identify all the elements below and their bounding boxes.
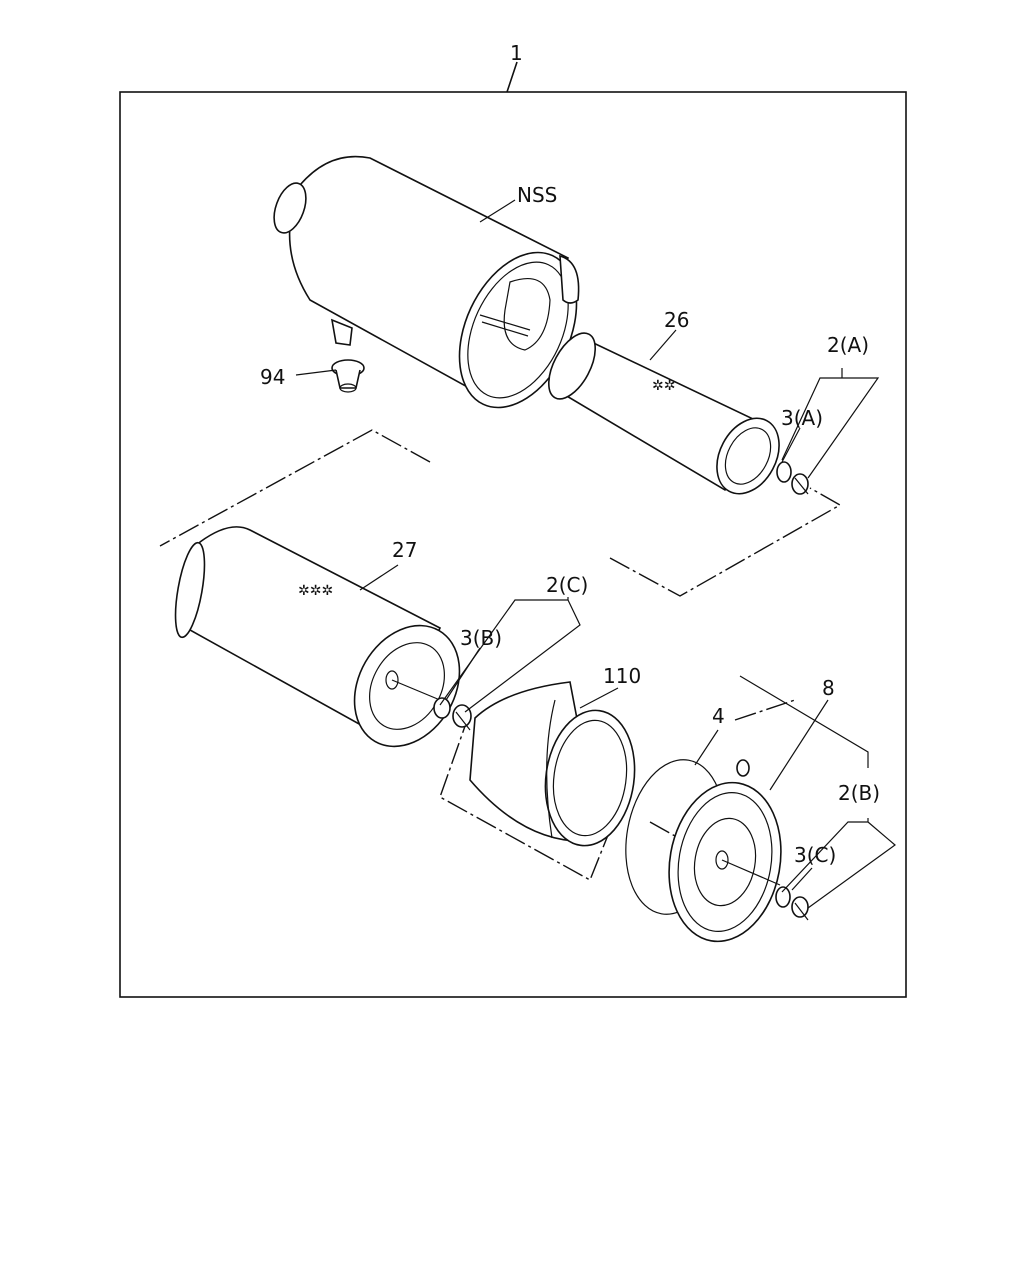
leader-1: [506, 61, 518, 93]
callout-27: 27: [392, 538, 417, 562]
inner-element-26: ✲✲: [548, 332, 780, 495]
leader-26: [649, 329, 677, 361]
callout-2b: 2(B): [838, 781, 880, 805]
callout-3c: 3(C): [794, 843, 836, 867]
callout-3b: 3(B): [460, 626, 502, 650]
plug-94: [331, 359, 365, 393]
washer-3c: [775, 886, 809, 921]
assembly-frame: [119, 91, 907, 998]
callout-3a: 3(A): [781, 406, 823, 430]
callout-94: 94: [260, 365, 285, 389]
leader-3c: [791, 867, 813, 891]
alignment-line-upper: [159, 429, 842, 597]
callout-2a: 2(A): [827, 333, 869, 357]
callout-110: 110: [603, 664, 641, 688]
washer-3a: [776, 461, 809, 495]
callout-8: 8: [822, 676, 835, 700]
outer-element-27: ✲✲✲: [174, 526, 461, 748]
cover-8: [668, 781, 782, 943]
callout-26: 26: [664, 308, 689, 332]
svg-text:✲✲: ✲✲: [652, 378, 675, 394]
dust-cup-110: [469, 681, 636, 847]
leader-110: [579, 687, 619, 709]
leader-2a: [781, 368, 880, 479]
leader-4: [694, 729, 719, 766]
callout-2c: 2(C): [546, 573, 588, 597]
leader-27: [359, 564, 399, 591]
washer-3b: [433, 697, 472, 731]
callout-nss: NSS: [517, 183, 557, 207]
leader-3b: [445, 647, 481, 701]
callout-1: 1: [510, 41, 523, 65]
leader-8: [769, 699, 829, 791]
leader-nss: [479, 199, 516, 223]
leader-94: [295, 369, 337, 376]
leader-2b: [739, 675, 896, 909]
alignment-line-lower: [439, 711, 623, 881]
svg-text:✲✲✲: ✲✲✲: [298, 583, 333, 599]
leader-3a: [781, 427, 801, 463]
callout-4: 4: [712, 704, 725, 728]
small-clip: [736, 759, 750, 777]
